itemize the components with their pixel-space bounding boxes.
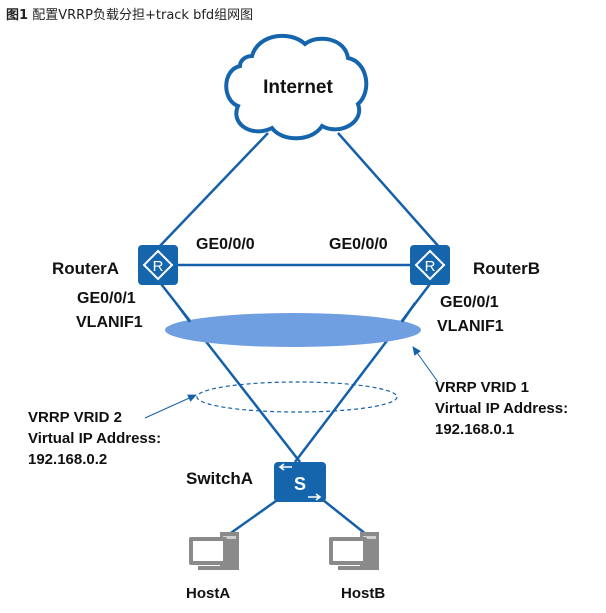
cloud-icon: [224, 34, 369, 141]
vrid1-line3: 192.168.0.1: [435, 421, 514, 438]
switch-glyph: S: [294, 474, 306, 494]
router-a-label: RouterA: [52, 259, 119, 278]
router-glyph: R: [153, 258, 164, 275]
routerB-vlanif-label: VLANIF1: [437, 318, 504, 335]
router-b-label: RouterB: [473, 259, 540, 278]
vrrp-vrid1-arrow: [412, 346, 439, 383]
switch-icon: [274, 462, 326, 502]
vrid1-line1: VRRP VRID 1: [435, 379, 529, 396]
routerB-ge001-label: GE0/0/1: [440, 294, 499, 311]
vrid1-line2: Virtual IP Address:: [435, 400, 568, 417]
router-b[interactable]: R: [410, 245, 450, 285]
host-b[interactable]: HostB: [329, 532, 385, 602]
vrrp-vrid1-annotation: VRRP VRID 1 Virtual IP Address: 192.168.…: [435, 379, 568, 438]
figure-number: 图1: [6, 8, 29, 23]
link-switchA-hostA: [227, 494, 284, 537]
router-a[interactable]: R: [138, 245, 178, 285]
vrid2-line1: VRRP VRID 2: [28, 409, 122, 426]
vrrp-vrid2-arrow: [144, 394, 197, 419]
router-icon: [138, 245, 178, 285]
router-icon: [410, 245, 450, 285]
link-switchA-hostB: [317, 495, 368, 536]
internet-cloud: Internet: [224, 34, 369, 141]
figure-title: 配置VRRP负载分担+track bfd组网图: [32, 8, 254, 23]
routerA-vlanif-label: VLANIF1: [76, 314, 143, 331]
figure-caption: 图1 配置VRRP负载分担+track bfd组网图: [6, 4, 253, 23]
switch-a[interactable]: S: [274, 462, 326, 502]
pc-icon: [189, 532, 239, 570]
pc-icon: [329, 532, 379, 570]
switch-a-label: SwitchA: [186, 469, 253, 488]
routerA-ge001-label: GE0/0/1: [77, 290, 136, 307]
routerA-ge000-label: GE0/0/0: [196, 236, 255, 253]
vrrp-group-2-ellipse: [196, 381, 398, 413]
vrrp-vrid2-annotation: VRRP VRID 2 Virtual IP Address: 192.168.…: [28, 409, 161, 468]
routerB-ge000-label: GE0/0/0: [329, 236, 388, 253]
internet-label: Internet: [263, 77, 333, 98]
router-glyph: R: [425, 258, 436, 275]
link-internet-routerB: [337, 132, 441, 249]
link-routerA-switchA-front: [174, 302, 192, 323]
vrrp-group-1-ellipse: [165, 313, 421, 347]
host-a[interactable]: HostA: [186, 532, 239, 602]
vrid2-line3: 192.168.0.2: [28, 451, 107, 468]
host-b-label: HostB: [341, 585, 385, 602]
link-routerB-switchA-front: [400, 302, 417, 323]
vrid2-line2: Virtual IP Address:: [28, 430, 161, 447]
link-internet-routerA: [157, 132, 269, 249]
host-a-label: HostA: [186, 585, 230, 602]
